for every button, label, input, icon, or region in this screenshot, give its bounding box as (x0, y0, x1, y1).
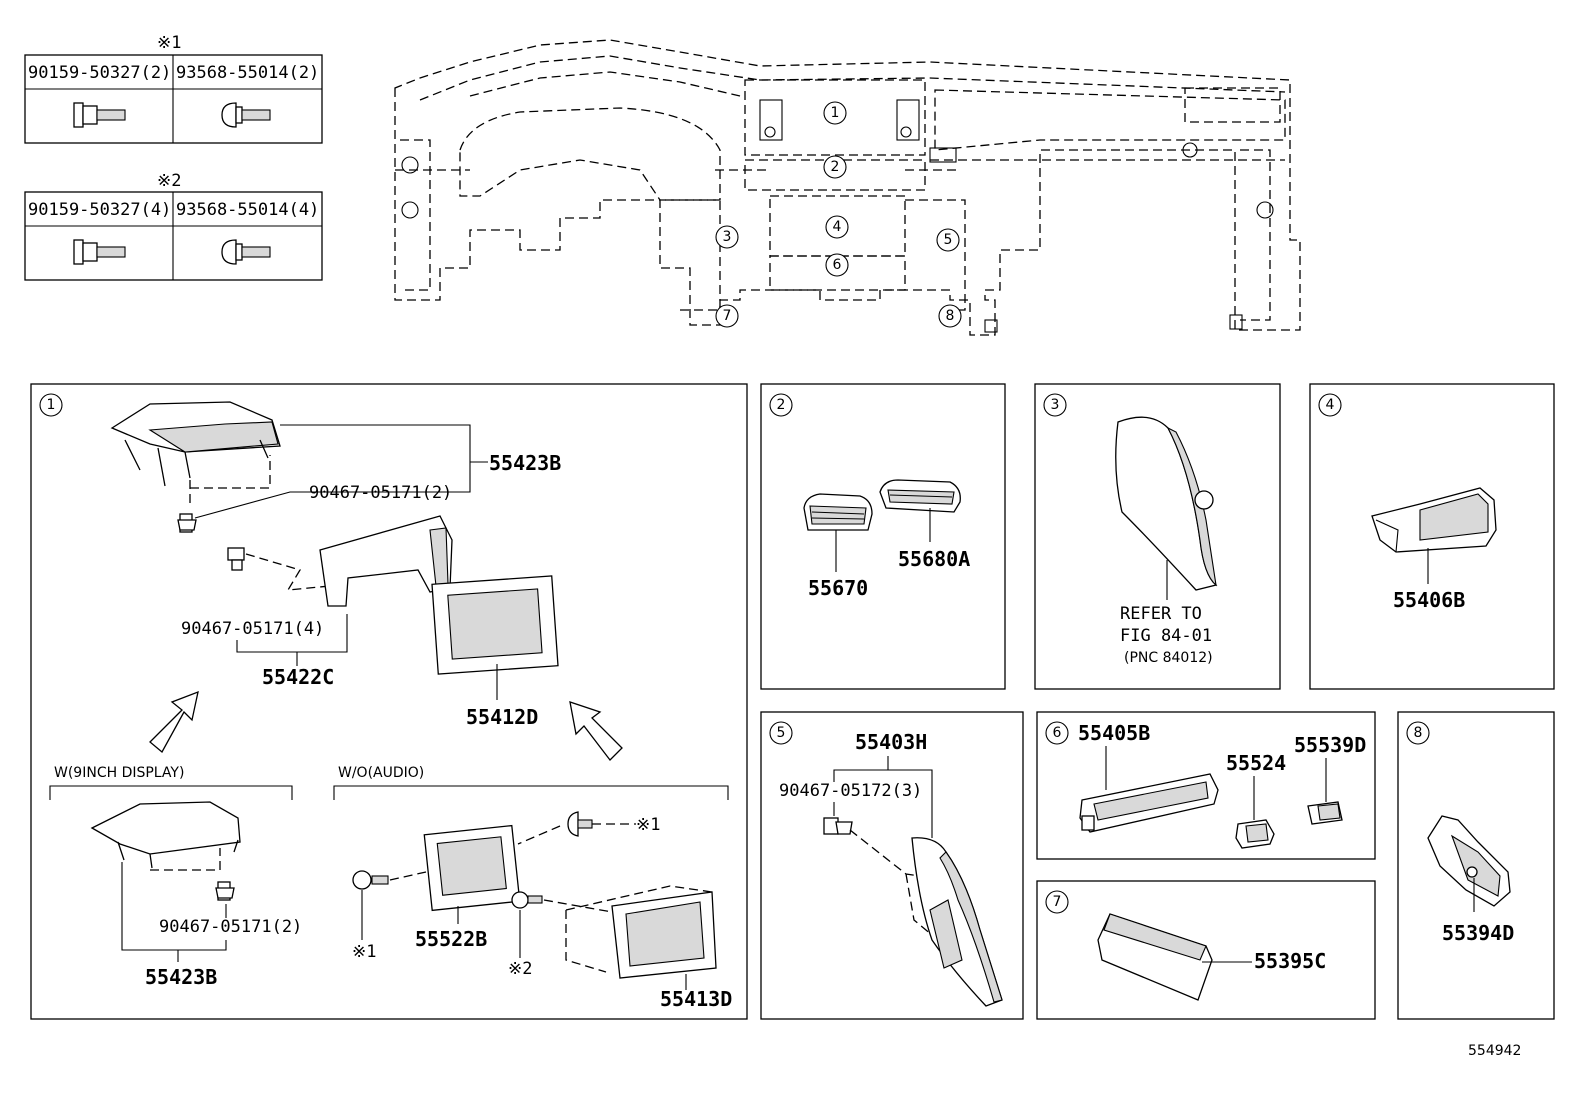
part-label: 55524 (1226, 751, 1286, 775)
air-vent-icon (803, 493, 873, 531)
detail-panel-1: 1 55423B 90467-05171(2) 90467-05171(4) (30, 383, 748, 1020)
switch-panel-icon (1079, 773, 1219, 833)
detail-panel-4: 4 55406B (1309, 383, 1555, 690)
fastener-part-number: 93568-55014(4) (176, 200, 319, 220)
part-label: 55522B (415, 927, 487, 951)
fastener-part-number: 90159-50327(2) (28, 63, 171, 83)
callout-8: 8 (938, 304, 962, 328)
meter-hood-cover (110, 401, 281, 487)
variant-label: W/O(AUDIO) (338, 765, 424, 781)
svg-text:3: 3 (723, 229, 732, 245)
panel-number: 7 (1053, 894, 1062, 910)
clip-icon (177, 513, 197, 533)
meter-hood-cover-9inch (90, 801, 241, 869)
part-label: 55394D (1442, 921, 1514, 945)
arrow-icon (149, 690, 199, 754)
callout-2: 2 (823, 155, 847, 179)
switch-icon (1235, 819, 1275, 849)
display-panel (431, 575, 559, 675)
part-label: 55406B (1393, 588, 1465, 612)
svg-text:6: 6 (833, 257, 842, 273)
part-label: 55539D (1294, 733, 1366, 757)
svg-text:4: 4 (833, 219, 842, 235)
panel-number: 3 (1051, 397, 1060, 413)
part-label: 55423B (145, 965, 217, 989)
svg-text:1: 1 (831, 105, 840, 121)
reference-note: FIG 84-01 (1120, 626, 1212, 646)
callout-6: 6 (825, 253, 849, 277)
clip-icon (823, 817, 853, 835)
svg-text:8: 8 (946, 308, 955, 324)
screw-icon (221, 239, 271, 265)
part-label: 55680A (898, 547, 970, 571)
part-label: 90467-05171(2) (309, 483, 452, 503)
variant-label: W(9INCH DISPLAY) (54, 765, 184, 781)
fastener-ref: ※2 (508, 959, 532, 979)
side-panel-icon (1115, 416, 1218, 591)
arrow-icon (569, 701, 623, 761)
part-label: 55403H (855, 730, 927, 754)
fastener-ref: ※1 (636, 815, 660, 835)
reference-note: REFER TO (1120, 604, 1202, 624)
panel-number: 1 (47, 397, 56, 413)
bracket-frame (611, 891, 717, 979)
fastener-part-number: 93568-55014(2) (176, 63, 319, 83)
switch-icon (1307, 801, 1343, 825)
air-vent-icon (879, 479, 961, 513)
reference-note: (PNC 84012) (1124, 650, 1213, 666)
clip-icon (215, 881, 235, 901)
callout-1: 1 (823, 101, 847, 125)
panel-number: 5 (777, 725, 786, 741)
flange-bolt-icon (73, 102, 126, 128)
svg-text:5: 5 (944, 232, 953, 248)
bezel-panel (423, 824, 521, 912)
part-label: 55670 (808, 576, 868, 600)
screw-icon (221, 102, 271, 128)
detail-panel-8: 8 55394D (1397, 711, 1555, 1020)
detail-panel-2: 2 55670 55680A (760, 383, 1006, 690)
panel-number: 4 (1326, 397, 1335, 413)
detail-panel-6: 6 55405B 55524 55539D (1036, 711, 1376, 860)
fastener-table-1: ※1 90159-50327(2) 93568-55014(2) (24, 33, 323, 144)
part-label: 55422C (262, 665, 334, 689)
side-panel-icon (911, 837, 1003, 1007)
detail-panel-5: 5 55403H 90467-05172(3) (760, 711, 1024, 1020)
meter-bracket (319, 515, 453, 607)
svg-text:7: 7 (723, 308, 732, 324)
part-label: 55395C (1254, 949, 1326, 973)
panel-number: 2 (777, 397, 786, 413)
callout-5: 5 (936, 228, 960, 252)
part-label: 55405B (1078, 721, 1150, 745)
fastener-table-mark: ※2 (157, 171, 181, 191)
callout-3: 3 (715, 225, 739, 249)
center-panel-icon (1371, 487, 1497, 553)
flange-bolt-icon (352, 870, 389, 890)
part-label: 55423B (489, 451, 561, 475)
side-bracket-icon (1427, 815, 1511, 907)
part-label: 55412D (466, 705, 538, 729)
fastener-table-2: ※2 90159-50327(4) 93568-55014(4) (24, 171, 323, 281)
clip-icon (227, 547, 245, 571)
illustration-id: 554942 (1468, 1043, 1521, 1059)
fastener-table-mark: ※1 (157, 33, 181, 53)
part-label: 55413D (660, 987, 732, 1011)
callout-7: 7 (715, 304, 739, 328)
flange-bolt-icon (511, 891, 543, 909)
part-label: 90467-05171(4) (181, 619, 324, 639)
detail-panel-7: 7 55395C (1036, 880, 1376, 1020)
panel-number: 6 (1053, 725, 1062, 741)
detail-panel-3: 3 REFER TO FIG 84-01 (PNC 84012) (1034, 383, 1281, 690)
fastener-part-number: 90159-50327(4) (28, 200, 171, 220)
panel-number: 8 (1414, 725, 1423, 741)
svg-text:2: 2 (831, 159, 840, 175)
fastener-ref: ※1 (352, 942, 376, 962)
lower-cover-icon (1097, 913, 1213, 1001)
callout-4: 4 (825, 215, 849, 239)
part-label: 90467-05171(2) (159, 917, 302, 937)
screw-icon (567, 811, 593, 837)
flange-bolt-icon (73, 239, 126, 265)
part-label: 90467-05172(3) (779, 781, 922, 801)
dashboard-overview: 1 2 3 4 5 6 7 8 (394, 39, 1301, 336)
